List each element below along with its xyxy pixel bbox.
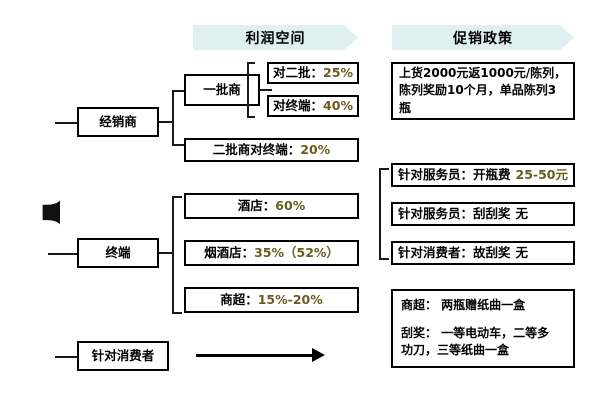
box-policy-waiter-opening-fee-label: 针对服务员：开瓶费 (398, 166, 511, 182)
box-second-tier-to-terminal-value: 20% (300, 141, 331, 157)
box-policy-waiter-opening-fee-value: 25-50元 (515, 166, 568, 182)
consumer-policy-text: 商超： 两瓶赠纸曲一盒 刮奖： 一等电动车，二等多 功刀，三等纸曲一盒 (401, 297, 549, 359)
box-supermarket-margin-value: 15%-20% (257, 291, 323, 307)
box-policy-consumer-scratch-prize-value: 无 (515, 244, 529, 260)
box-policy-waiter-scratch-prize-label: 针对服务员：刮刮奖 (398, 205, 511, 221)
connector-dealer-bottom-tip (172, 144, 184, 146)
brace-stem-terminal (48, 253, 78, 255)
banner-profit-space-label: 利润空间 (245, 30, 306, 47)
box-policy-consumer-scratch-prize-label: 针对消费者：故刮奖 (398, 244, 511, 260)
box-margin-to-terminal[interactable]: 对终端： 40% (267, 95, 359, 117)
dealer-policy-line-1: 上货2000元返1000元/陈列， (399, 65, 567, 80)
consumer-policy-line-1: 商超： 两瓶赠纸曲一盒 (401, 298, 526, 313)
box-supermarket-margin[interactable]: 商超： 15%-20% (184, 287, 359, 313)
consumer-policy-line-4: 功刀，三等纸曲一盒 (401, 343, 510, 358)
box-policy-waiter-scratch-prize-value: 无 (515, 205, 529, 221)
box-margin-to-terminal-value: 40% (323, 97, 353, 113)
box-hotel-margin-label: 酒店： (237, 197, 276, 213)
box-tobacco-liquor-store-margin-label: 烟酒店： (204, 244, 255, 260)
box-supermarket-margin-label: 商超： (220, 291, 258, 307)
box-hotel-margin-value: 60% (275, 197, 306, 213)
bracket-terminal-policies (374, 168, 392, 260)
bracket-terminal (167, 196, 185, 314)
box-consumer-promotion-policy[interactable]: 商超： 两瓶赠纸曲一盒 刮奖： 一等电动车，二等多 功刀，三等纸曲一盒 (391, 289, 575, 368)
connector-terminal-out (159, 252, 173, 254)
box-dealer-promotion-policy[interactable]: 上货2000元返1000元/陈列， 陈列奖励10个月，单品陈列3 瓶 (391, 62, 575, 120)
arrow-right-icon (196, 347, 331, 363)
box-tobacco-liquor-store-margin-value: 35%（52%） (254, 244, 339, 260)
box-policy-consumer-scratch-prize[interactable]: 针对消费者：故刮奖 无 (391, 241, 575, 265)
node-terminal[interactable]: 终端 (77, 238, 159, 268)
box-margin-to-second-tier-value: 25% (323, 64, 353, 80)
connector-dealer-out (159, 121, 173, 123)
box-policy-waiter-scratch-prize[interactable]: 针对服务员：刮刮奖 无 (391, 202, 575, 226)
banner-profit-space: 利润空间 (193, 25, 358, 50)
connector-dealer-spine (172, 90, 174, 146)
node-first-tier-wholesaler-label: 一批商 (203, 81, 241, 97)
left-brace-icon: { (30, 95, 60, 370)
node-consumer[interactable]: 针对消费者 (77, 341, 169, 371)
bracket-wholesaler (241, 62, 255, 118)
box-policy-waiter-opening-fee[interactable]: 针对服务员：开瓶费 25-50元 (391, 163, 575, 187)
banner-promotion-policy: 促销政策 (392, 25, 574, 50)
connector-wholesaler-out (260, 89, 272, 91)
dealer-policy-text: 上货2000元返1000元/陈列， 陈列奖励10个月，单品陈列3 瓶 (399, 65, 566, 117)
box-margin-to-terminal-label: 对终端： (273, 97, 324, 113)
consumer-policy-line-3: 刮奖： 一等电动车，二等多 (401, 325, 550, 340)
node-consumer-label: 针对消费者 (91, 347, 155, 363)
node-terminal-label: 终端 (105, 244, 131, 260)
dealer-policy-line-3: 瓶 (399, 100, 412, 115)
brace-stem-consumer (55, 356, 77, 358)
box-second-tier-to-terminal-label: 二批商对终端： (212, 141, 301, 157)
box-second-tier-to-terminal[interactable]: 二批商对终端： 20% (184, 138, 359, 162)
box-hotel-margin[interactable]: 酒店： 60% (184, 193, 359, 219)
banner-promotion-policy-label: 促销政策 (453, 30, 513, 47)
node-dealer-label: 经销商 (99, 113, 137, 129)
box-margin-to-second-tier-label: 对二批： (273, 64, 324, 80)
node-dealer[interactable]: 经销商 (77, 107, 159, 137)
box-tobacco-liquor-store-margin[interactable]: 烟酒店： 35%（52%） (184, 240, 359, 266)
consumer-policy-line-2 (401, 315, 549, 325)
dealer-policy-line-2: 陈列奖励10个月，单品陈列3 (399, 83, 557, 98)
brace-stem-dealer (55, 122, 77, 124)
connector-dealer-top-tip (172, 90, 184, 92)
box-margin-to-second-tier[interactable]: 对二批： 25% (267, 62, 359, 84)
